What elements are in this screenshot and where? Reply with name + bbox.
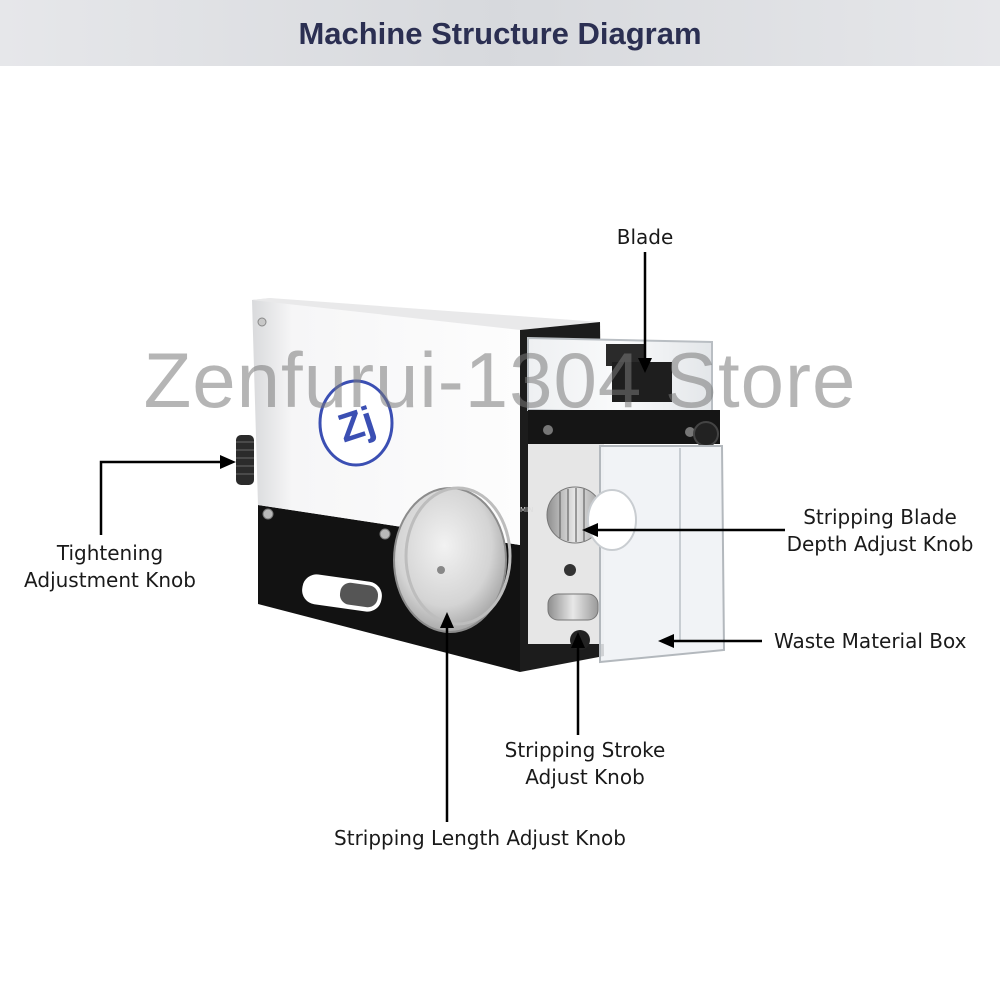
blade-clamp bbox=[528, 410, 720, 444]
blade-block bbox=[612, 362, 672, 402]
label-line: Tightening bbox=[56, 541, 164, 565]
label-blade: Blade bbox=[616, 225, 674, 249]
label-line: Adjustment Knob bbox=[24, 568, 196, 592]
callout-lines bbox=[99, 252, 785, 822]
label-stripping-stroke-adjust-knob: Stripping Stroke Adjust Knob bbox=[480, 737, 690, 791]
label-waste-material-box: Waste Material Box bbox=[774, 629, 967, 653]
base-slot-shaft bbox=[339, 582, 379, 608]
label-line: Depth Adjust Knob bbox=[786, 532, 974, 556]
header-bar: Machine Structure Diagram bbox=[0, 0, 1000, 66]
screw bbox=[257, 317, 267, 327]
logo-ring bbox=[318, 379, 394, 467]
page-title: Machine Structure Diagram bbox=[298, 16, 702, 51]
wheel-rim bbox=[404, 486, 512, 626]
wheel-center bbox=[437, 566, 445, 574]
label-line: Stripping Blade bbox=[803, 505, 957, 529]
waste-box-opening bbox=[587, 489, 637, 551]
waste-material-box bbox=[599, 445, 726, 664]
callout-arrowheads bbox=[220, 358, 674, 648]
screw bbox=[379, 528, 391, 540]
clamp-screw bbox=[543, 425, 553, 435]
stroke-knob bbox=[547, 593, 599, 621]
min-marking: MIN bbox=[520, 506, 533, 514]
label-tightening-adjustment-knob: Tightening Adjustment Knob bbox=[0, 540, 220, 594]
tightening-knob bbox=[236, 435, 254, 485]
label-stripping-blade-depth-adjust-knob: Stripping Blade Depth Adjust Knob bbox=[770, 504, 990, 558]
store-watermark: Zenfurui-1304 Store bbox=[143, 336, 857, 424]
label-line: Stripping Stroke bbox=[504, 738, 666, 762]
blade-cover-window bbox=[606, 344, 646, 366]
mechanism-screw bbox=[564, 564, 576, 576]
label-stripping-length-adjust-knob: Stripping Length Adjust Knob bbox=[334, 826, 626, 850]
clamp-screw bbox=[685, 427, 695, 437]
machine-top-edge bbox=[252, 298, 600, 330]
label-line: Adjust Knob bbox=[525, 765, 645, 789]
screw bbox=[262, 508, 274, 520]
